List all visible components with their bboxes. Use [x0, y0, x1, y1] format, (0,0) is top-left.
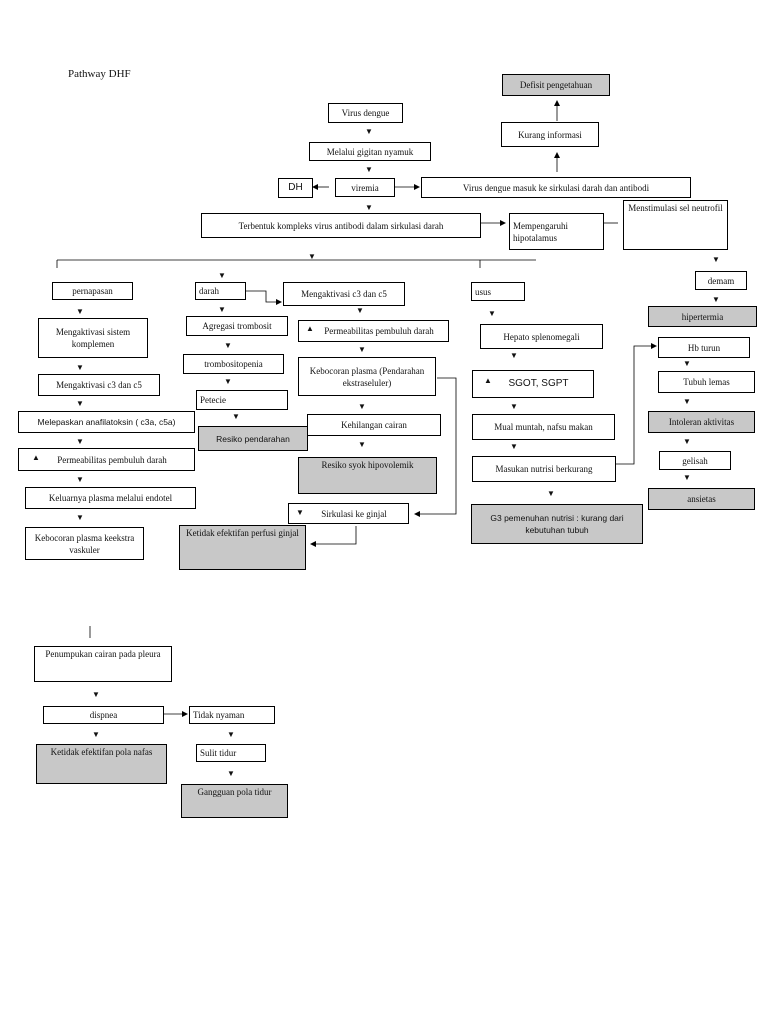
node-aktivasi-c3c5-left: Mengaktivasi c3 dan c5: [38, 374, 160, 396]
arrow-down-icon: ▼: [76, 363, 84, 372]
arrow-down-icon: ▼: [683, 397, 691, 406]
node-trombositopenia: trombositopenia: [183, 354, 284, 374]
node-permeabilitas-left: Permeabilitas pembuluh darah: [18, 448, 195, 471]
node-hb-turun: Hb turun: [658, 337, 750, 358]
node-menstimulasi-neutrofil: Menstimulasi sel neutrofil: [623, 200, 728, 250]
node-petecie: Petecie: [196, 390, 288, 410]
node-gangguan-tidur: Gangguan pola tidur: [181, 784, 288, 818]
node-melalui-gigitan: Melalui gigitan nyamuk: [309, 142, 431, 161]
node-keluarnya-plasma: Keluarnya plasma melalui endotel: [25, 487, 196, 509]
node-tubuh-lemas: Tubuh lemas: [658, 371, 755, 393]
node-kompleks-virus: Terbentuk kompleks virus antibodi dalam …: [201, 213, 481, 238]
node-mual-muntah: Mual muntah, nafsu makan: [472, 414, 615, 440]
arrow-down-icon: ▼: [365, 203, 373, 212]
node-demam: demam: [695, 271, 747, 290]
arrow-down-icon: ▼: [76, 513, 84, 522]
node-darah: darah: [195, 282, 246, 300]
node-resiko-syok: Resiko syok hipovolemik: [298, 457, 437, 494]
node-ansietas: ansietas: [648, 488, 755, 510]
arrow-down-icon: ▼: [365, 165, 373, 174]
arrow-down-icon: ▼: [510, 442, 518, 451]
node-penumpukan-cairan: Penumpukan cairan pada pleura: [34, 646, 172, 682]
arrow-down-icon: ▼: [547, 489, 555, 498]
node-ketidak-pola-nafas: Ketidak efektifan pola nafas: [36, 744, 167, 784]
arrow-down-icon: ▼: [232, 412, 240, 421]
arrow-down-icon: ▼: [76, 307, 84, 316]
node-aktivasi-c3c5-mid: Mengaktivasi c3 dan c5: [283, 282, 405, 306]
node-aktivasi-komplemen: Mengaktivasi sistem komplemen: [38, 318, 148, 358]
node-pernapasan: pernapasan: [52, 282, 133, 300]
arrow-down-icon: ▼: [510, 351, 518, 360]
arrow-down-icon: ▼: [365, 127, 373, 136]
node-kebocoran-plasma-mid: Kebocoran plasma (Pendarahan ekstraselul…: [298, 357, 436, 396]
arrow-down-icon: ▼: [76, 399, 84, 408]
node-gelisah: gelisah: [659, 451, 731, 470]
node-kebocoran-plasma-left: Kebocoran plasma keekstra vaskuler: [25, 527, 144, 560]
arrow-down-icon: ▼: [712, 255, 720, 264]
arrow-down-icon: ▼: [358, 345, 366, 354]
node-dispnea: dispnea: [43, 706, 164, 724]
arrow-down-icon: ▼: [76, 437, 84, 446]
node-intoleran-aktivitas: Intoleran aktivitas: [648, 411, 755, 433]
arrow-down-icon: ▼: [218, 271, 226, 280]
arrow-down-icon: ▼: [683, 473, 691, 482]
node-kurang-informasi: Kurang informasi: [501, 122, 599, 147]
arrow-down-icon: ▼: [296, 508, 304, 517]
arrow-up-icon: ▲: [32, 453, 40, 462]
node-viremia: viremia: [335, 178, 395, 197]
arrow-down-icon: ▼: [92, 690, 100, 699]
node-mempengaruhi-hipotalamus: Mempengaruhi hipotalamus: [509, 213, 604, 250]
arrow-down-icon: ▼: [712, 295, 720, 304]
arrow-down-icon: ▼: [76, 475, 84, 484]
node-g3-nutrisi: G3 pemenuhan nutrisi : kurang dari kebut…: [471, 504, 643, 544]
arrow-down-icon: ▼: [218, 305, 226, 314]
node-tidak-nyaman: Tidak nyaman: [189, 706, 275, 724]
arrow-down-icon: ▼: [683, 359, 691, 368]
node-sulit-tidur: Sulit tidur: [196, 744, 266, 762]
arrow-down-icon: ▼: [683, 437, 691, 446]
arrow-down-icon: ▼: [356, 306, 364, 315]
arrow-down-icon: ▼: [358, 440, 366, 449]
node-defisit-pengetahuan: Defisit pengetahuan: [502, 74, 610, 96]
node-usus: usus: [471, 282, 525, 301]
node-hepato: Hepato splenomegali: [480, 324, 603, 349]
arrow-down-icon: ▼: [224, 341, 232, 350]
arrow-down-icon: ▼: [358, 402, 366, 411]
node-virus-dengue: Virus dengue: [328, 103, 403, 123]
node-anafilatoksin: Melepaskan anafilatoksin ( c3a, c5a): [18, 411, 195, 433]
node-resiko-pendarahan: Resiko pendarahan: [198, 426, 308, 451]
node-virus-masuk: Virus dengue masuk ke sirkulasi darah da…: [421, 177, 691, 198]
arrow-up-icon: ▲: [484, 376, 492, 385]
node-hipertermia: hipertermia: [648, 306, 757, 327]
arrow-down-icon: ▼: [510, 402, 518, 411]
node-agregasi-trombosit: Agregasi trombosit: [186, 316, 288, 336]
node-masukan-nutrisi: Masukan nutrisi berkurang: [472, 456, 616, 482]
arrow-down-icon: ▼: [308, 252, 316, 261]
node-sgot-sgpt: SGOT, SGPT: [472, 370, 594, 398]
arrow-down-icon: ▼: [227, 769, 235, 778]
node-permeabilitas-mid: Permeabilitas pembuluh darah: [298, 320, 449, 342]
arrow-down-icon: ▼: [92, 730, 100, 739]
node-kehilangan-cairan: Kehilangan cairan: [307, 414, 441, 436]
arrow-down-icon: ▼: [224, 377, 232, 386]
node-ketidak-perfusi: Ketidak efektifan perfusi ginjal: [179, 525, 306, 570]
arrow-down-icon: ▼: [227, 730, 235, 739]
arrow-down-icon: ▼: [488, 309, 496, 318]
page-title: Pathway DHF: [68, 68, 131, 80]
arrow-up-icon: ▲: [306, 324, 314, 333]
node-dh: DH: [278, 178, 313, 198]
node-sirkulasi-ginjal: Sirkulasi ke ginjal: [288, 503, 409, 524]
